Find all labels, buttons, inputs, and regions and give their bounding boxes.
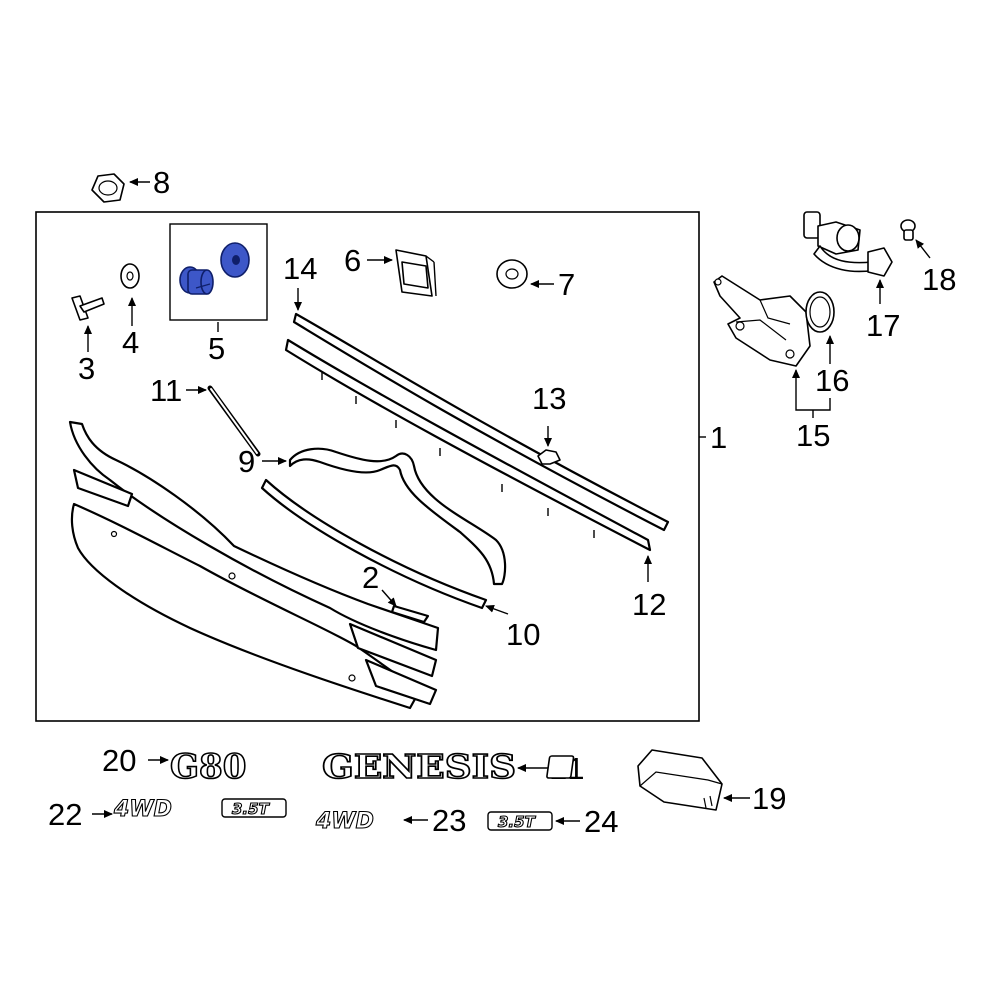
g80-emblem[interactable]: G80: [169, 746, 247, 788]
leader-2: [381, 589, 397, 607]
bracket-icon[interactable]: [395, 249, 437, 297]
callout-2: 2: [362, 560, 379, 595]
garnish-strip[interactable]: [284, 338, 652, 552]
callout-10: 10: [506, 617, 540, 652]
callout-7: 7: [558, 267, 575, 302]
o-ring-icon[interactable]: [805, 291, 835, 333]
drive-badge-combined[interactable]: 4WD: [112, 796, 172, 822]
callout-24: 24: [584, 804, 618, 839]
grommet-icon[interactable]: [120, 263, 140, 289]
callout-23: 23: [432, 803, 466, 838]
engine-badge-combined[interactable]: 3.5T: [231, 799, 271, 818]
upper-moulding-strip[interactable]: [292, 312, 670, 532]
clip-icon[interactable]: [71, 295, 105, 321]
genesis-emblem[interactable]: GENESIS: [321, 746, 517, 787]
lower-strip[interactable]: [260, 478, 488, 610]
callout-1: 1: [710, 420, 727, 455]
trunk-switch-bracket[interactable]: [713, 275, 811, 367]
callout-3: 3: [78, 351, 95, 386]
camera-module-icon[interactable]: [546, 749, 723, 811]
arch-seal[interactable]: [288, 447, 507, 586]
callout-20: 20: [102, 743, 136, 778]
callout-9: 9: [238, 444, 255, 479]
callout-5: 5: [208, 331, 225, 366]
lamp-socket-icon[interactable]: [803, 211, 893, 277]
callout-16: 16: [815, 363, 849, 398]
bulb-icon[interactable]: [900, 219, 916, 241]
callout-11: 11: [150, 373, 182, 408]
callout-15: 15: [796, 418, 830, 453]
push-pin-fastener-icon[interactable]: [179, 242, 250, 295]
drive-badge[interactable]: 4WD: [314, 808, 374, 834]
grommet-large-icon[interactable]: [496, 259, 528, 289]
engine-badge-frame: [487, 811, 553, 831]
retainer-clip-icon[interactable]: [537, 449, 561, 465]
bracket-15: [795, 398, 831, 411]
trunk-garnish-panel[interactable]: [68, 420, 440, 710]
callout-13: 13: [532, 381, 566, 416]
leader-10: [485, 604, 509, 615]
callout-12: 12: [632, 587, 666, 622]
callout-6: 6: [344, 243, 361, 278]
garnish-tabs: [321, 372, 595, 538]
leader-18: [915, 239, 931, 259]
assembly-frame: [35, 211, 700, 722]
callout-18: 18: [922, 262, 956, 297]
callout-19: 19: [752, 781, 786, 816]
part-5-box: [169, 223, 268, 321]
callout-4: 4: [122, 325, 139, 360]
engine-badge-combined-frame: [221, 798, 287, 818]
callout-17: 17: [866, 308, 900, 343]
engine-badge[interactable]: 3.5T: [497, 812, 537, 831]
callout-14: 14: [283, 251, 317, 286]
nut-icon[interactable]: [91, 173, 125, 203]
callout-8: 8: [153, 165, 170, 200]
callout-22: 22: [48, 797, 82, 832]
